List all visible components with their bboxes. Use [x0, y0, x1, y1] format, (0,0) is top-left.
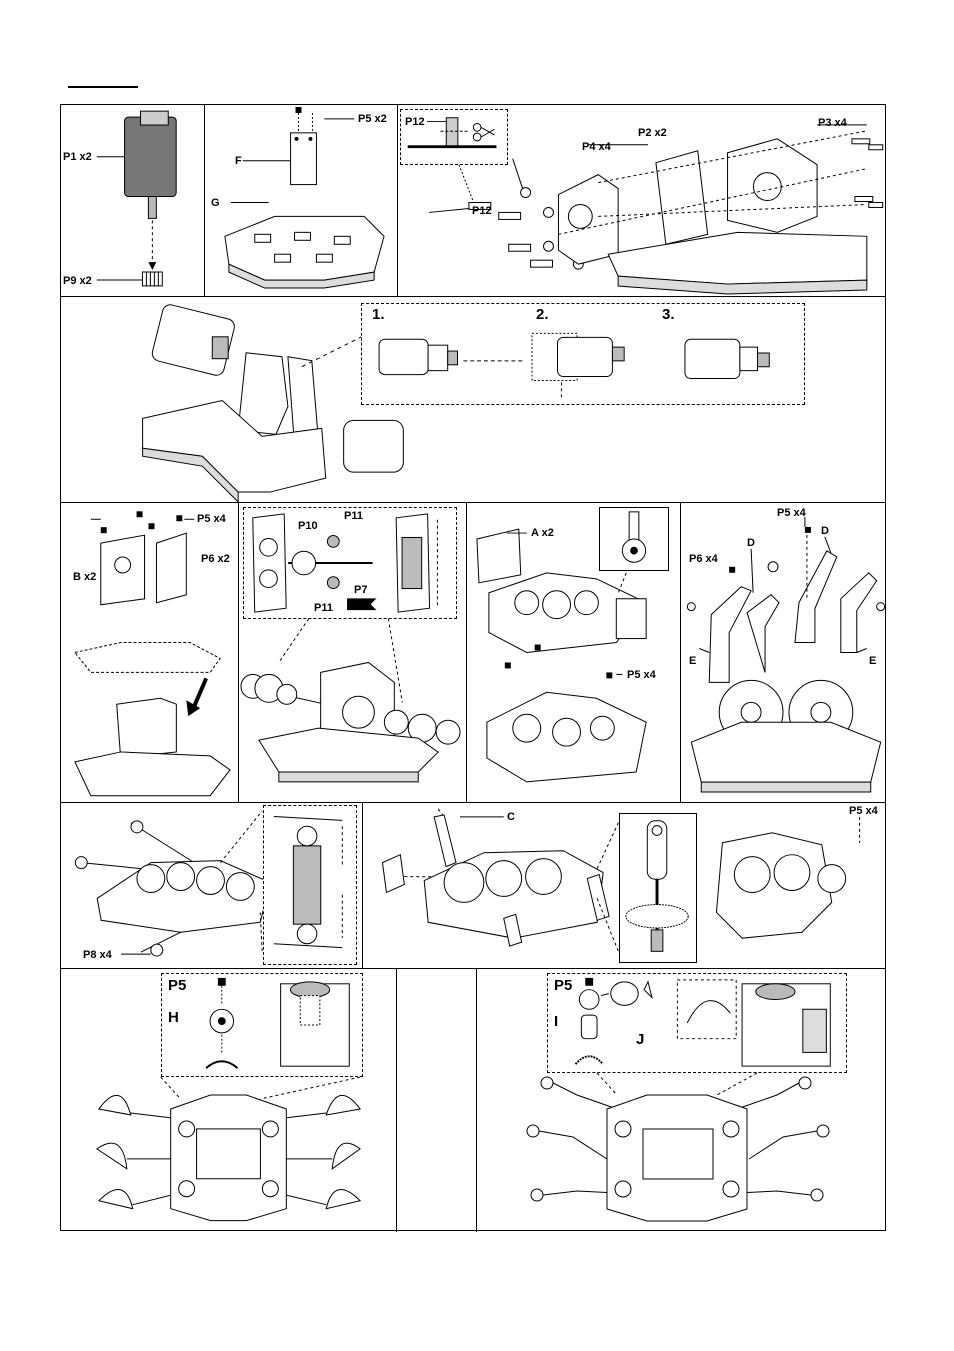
panel-plate-a: A x2 P5 x4	[467, 503, 681, 802]
label-p6-row3: P6 x4	[689, 553, 718, 565]
cut-pin-illustration	[407, 117, 497, 149]
label-p10: P10	[298, 520, 318, 532]
suction-feet-illustration	[96, 1076, 362, 1222]
inset-leg-detail	[263, 805, 357, 965]
cranks-illustration	[381, 808, 861, 959]
row-1: P1 x2 P9 x2 P5 x2 F	[61, 105, 885, 297]
crank-detail-illustration	[625, 820, 689, 952]
panel-gears: P10 P11 P11 P7	[239, 503, 467, 802]
panel-motor-install: 1. 2. 3.	[61, 297, 887, 502]
label-b: B x2	[73, 571, 97, 583]
legs-illustration	[686, 516, 886, 793]
step-1-label: 1.	[372, 306, 385, 323]
motor-install-illustration	[142, 304, 404, 502]
label-p6: P6 x2	[201, 553, 230, 565]
label-j: J	[636, 1031, 645, 1048]
label-p8: P8 x4	[83, 949, 112, 961]
label-g: G	[211, 197, 220, 209]
label-p12-pin: P12	[472, 205, 492, 217]
feet-illustration	[74, 810, 307, 957]
label-p4: P4 x4	[582, 141, 611, 153]
panel-brackets: P12	[398, 105, 887, 296]
panel-side-plates: P5 x4 B x2 P6 x2	[61, 503, 239, 802]
label-e-left: E	[689, 655, 697, 667]
label-p5-row3b: P5 x4	[627, 669, 656, 681]
inset-ball-detail: P5 I J	[547, 973, 847, 1073]
plate-base-illustration	[224, 106, 385, 289]
label-f: F	[235, 155, 242, 167]
label-p5-left: P5	[168, 977, 187, 994]
label-p11-top: P11	[344, 510, 363, 522]
ball-detail-illustration	[574, 977, 831, 1067]
label-p3: P3 x4	[818, 117, 847, 129]
label-p5: P5 x2	[358, 113, 387, 125]
label-p9: P9 x2	[63, 275, 92, 287]
label-p12-cut: P12	[405, 116, 425, 128]
inset-motor-steps: 1. 2. 3.	[361, 303, 805, 405]
ball-feet-illustration	[526, 1072, 830, 1222]
panel-cranks: C P5 x4	[363, 803, 887, 968]
motor-steps-illustration	[378, 332, 770, 399]
assembly-sheet: P1 x2 P9 x2 P5 x2 F	[60, 104, 887, 1232]
cup-detail-illustration	[205, 977, 350, 1069]
inset-axle-detail	[599, 507, 669, 571]
label-i: I	[554, 1013, 559, 1030]
label-e-right: E	[869, 655, 877, 667]
row-3: P5 x4 B x2 P6 x2 P10	[61, 503, 887, 803]
label-p1: P1 x2	[63, 151, 92, 163]
panel-feet: P8 x4	[61, 803, 363, 968]
label-p7: P7	[354, 584, 368, 596]
inset-cut-pin: P12	[400, 109, 508, 165]
panel-legs: P5 x4 D D P6 x4 E E	[681, 503, 887, 802]
label-p5-row3c: P5 x4	[777, 507, 806, 519]
gear-train-illustration	[252, 513, 438, 613]
panel-plate-base: P5 x2 F G	[205, 105, 398, 296]
gear-assembly-illustration	[240, 618, 461, 783]
label-p5-row4: P5 x4	[849, 805, 878, 817]
row-2: 1. 2. 3.	[61, 297, 885, 503]
panel-ball-feet: P5 I J	[477, 969, 887, 1232]
label-p2: P2 x2	[638, 127, 667, 139]
label-h: H	[168, 1009, 179, 1026]
motor-illustration	[96, 110, 177, 287]
row-5: P5 H	[61, 969, 885, 1232]
inset-cup-detail: P5 H	[161, 973, 363, 1077]
inset-gear-train: P10 P11 P11 P7	[243, 507, 457, 619]
panel-blank	[397, 969, 477, 1232]
axle-detail-illustration	[621, 511, 647, 563]
label-d-left: D	[747, 537, 755, 549]
panel-motor-gear: P1 x2 P9 x2	[61, 105, 205, 296]
panel-suction-feet: P5 H	[61, 969, 397, 1232]
label-p5-right: P5	[554, 977, 573, 994]
leg-detail-illustration	[273, 816, 343, 949]
header-rule	[68, 86, 138, 88]
plate-a-illustration	[476, 528, 647, 783]
side-plates-illustration	[74, 511, 231, 797]
label-c: C	[507, 811, 515, 823]
step-3-label: 3.	[662, 306, 675, 323]
label-p5-row3: P5 x4	[197, 513, 226, 525]
step-2-label: 2.	[536, 306, 549, 323]
inset-crank-detail	[619, 813, 697, 963]
row-4: P8 x4	[61, 803, 885, 969]
label-d-right: D	[821, 525, 829, 537]
label-a: A x2	[531, 527, 554, 539]
label-p11-bottom: P11	[314, 602, 333, 614]
bracket-illustration	[429, 124, 884, 295]
